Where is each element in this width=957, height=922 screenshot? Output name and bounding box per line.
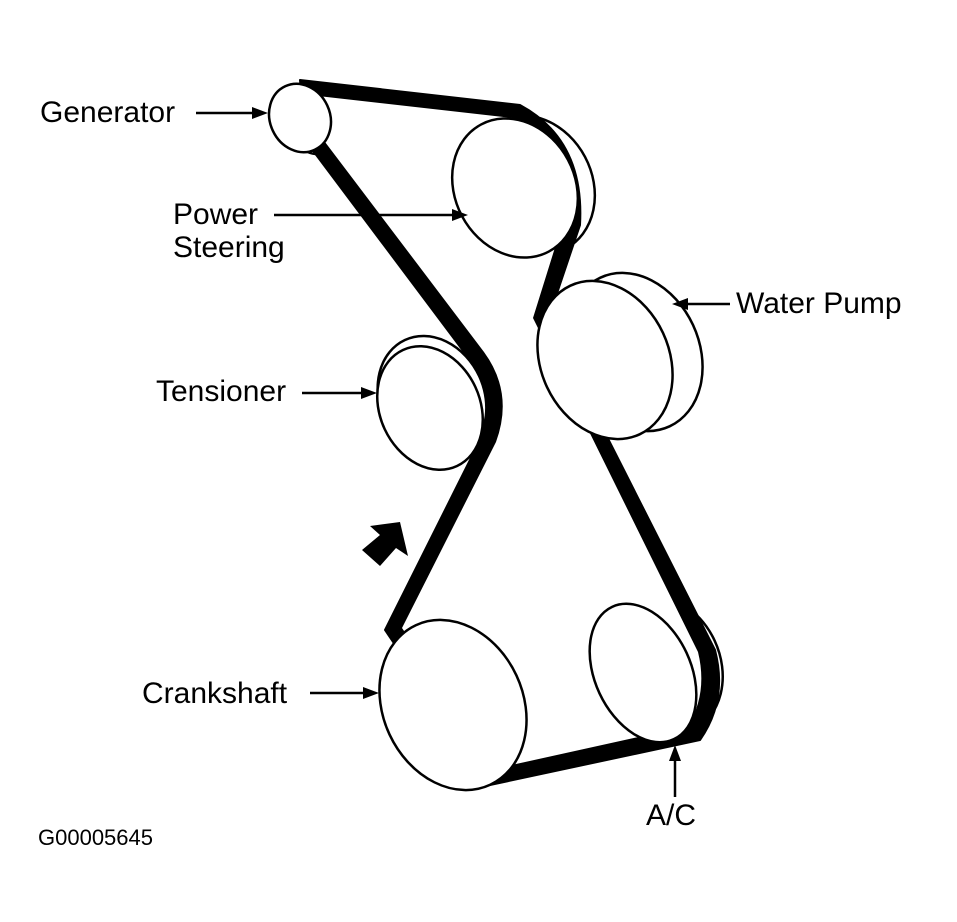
belt-inner-area (318, 96, 702, 768)
generator-label: Generator (40, 96, 176, 129)
crankshaft-pulley (378, 618, 528, 792)
power-steering-label-line1: Power (173, 198, 259, 231)
tensioner-pulley (375, 345, 485, 471)
water-pump-label: Water Pump (736, 287, 902, 320)
power-steering-leader (274, 209, 468, 221)
crankshaft-label: Crankshaft (142, 677, 288, 710)
ac-pulley (588, 602, 698, 744)
generator-pulley (267, 82, 333, 154)
tensioner-leader (302, 387, 377, 399)
rotation-direction-arrow (362, 522, 408, 566)
crankshaft-leader (310, 687, 379, 699)
ac-label: A/C (646, 799, 697, 832)
generator-leader (196, 107, 268, 119)
figure-id: G00005645 (38, 825, 153, 850)
tensioner-label: Tensioner (156, 375, 287, 408)
water-pump-leader (672, 298, 730, 310)
ac-leader (669, 745, 681, 797)
power-steering-label-line2: Steering (173, 231, 285, 264)
water-pump-pulley (536, 279, 674, 441)
